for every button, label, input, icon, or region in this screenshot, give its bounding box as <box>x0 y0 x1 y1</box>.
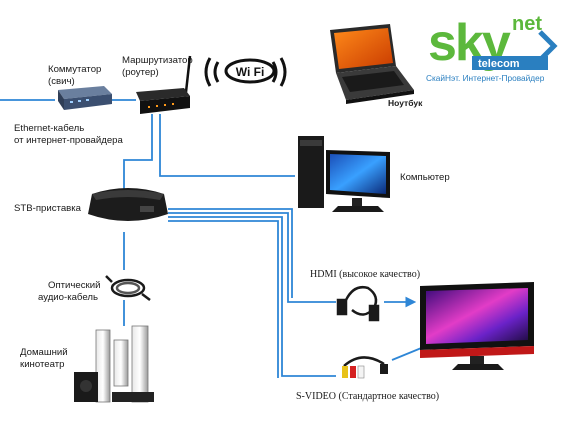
hdmi-label: HDMI (высокое качество) <box>310 269 421 280</box>
skynet-logo: sky net telecom <box>428 13 558 72</box>
optical-label-line2: аудио-кабель <box>38 292 98 303</box>
switch-device <box>58 86 112 110</box>
laptop-device <box>330 24 414 104</box>
optical-label-line1: Оптический <box>48 280 101 291</box>
switch-label-line1: Коммутатор <box>48 64 102 75</box>
cable-router-to-stb <box>123 114 153 192</box>
cable-stb-to-svideo <box>168 216 336 377</box>
hdmi-cable-device <box>336 286 380 322</box>
computer-device <box>298 136 390 212</box>
cable-stb-to-hdmi <box>168 212 336 303</box>
hometheater-label-line2: кинотеатр <box>20 359 65 370</box>
stb-device <box>88 188 168 221</box>
router-label-line2: (роутер) <box>122 67 159 78</box>
logo-tagline: СкайНэт. Интернет-Провайдер <box>426 73 545 83</box>
logo-chevron-icon <box>538 30 558 62</box>
ethernet-label-line2: от интернет-провайдера <box>14 135 123 146</box>
wifi-icon <box>204 57 287 87</box>
switch-label-line2: (свич) <box>48 76 75 87</box>
cable-router-to-computer <box>159 114 295 177</box>
hometheater-label-line1: Домашний <box>20 347 68 358</box>
laptop-label: Ноутбук <box>388 98 423 108</box>
tv-device <box>420 282 534 370</box>
optical-cable-device <box>105 275 151 301</box>
svideo-label: S-VIDEO (Стандартное качество) <box>296 391 440 402</box>
cables <box>0 99 336 377</box>
wifi-badge-text: Wi Fi <box>236 65 265 79</box>
hometheater-device <box>74 325 154 403</box>
svideo-cable-device <box>342 356 388 379</box>
computer-label: Компьютер <box>400 172 450 183</box>
router-device <box>136 55 192 114</box>
router-label-line1: Маршрутизатор <box>122 55 193 66</box>
logo-word-top: net <box>512 13 542 35</box>
cables-double <box>168 208 293 378</box>
stb-label: STB-приставка <box>14 203 82 214</box>
ethernet-label-line1: Ethernet-кабель <box>14 123 85 134</box>
logo-word-sub: telecom <box>478 58 520 70</box>
